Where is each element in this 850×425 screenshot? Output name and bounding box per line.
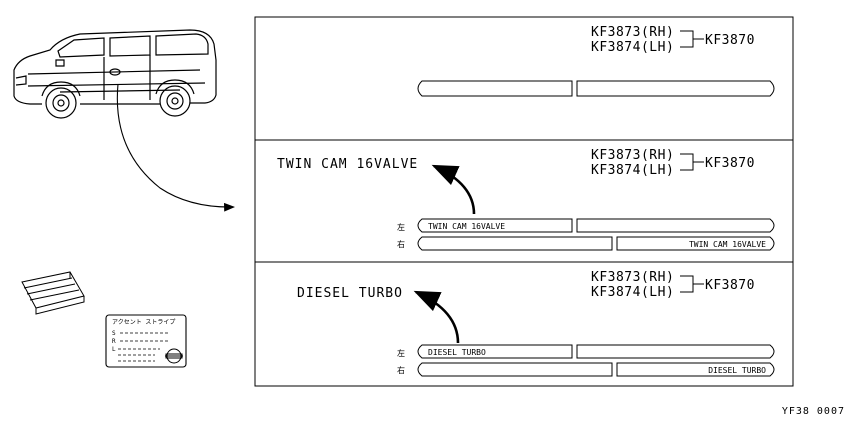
panel-2-right-stripe-front — [417, 236, 613, 251]
panel-1-part-lh: KF3874(LH) — [591, 40, 674, 55]
panel-3-left-emblem-text: DIESEL TURBO — [428, 348, 486, 357]
panel-2-arrow — [431, 164, 476, 215]
panel-2-right-stripe-rear — [616, 236, 775, 251]
panel-3-right-stripe-front — [417, 362, 613, 377]
panel-1-part-rh: KF3873(RH) — [591, 25, 674, 40]
figure-code: YF38 0007 — [782, 406, 845, 417]
panel-3-part-rh: KF3873(RH) — [591, 270, 674, 285]
panel-2: KF3873(RH) KF3874(LH) KF3870 TWIN CAM 16… — [277, 148, 775, 251]
brand-logo-icon — [165, 348, 183, 364]
panel-3-part-lh: KF3874(LH) — [591, 285, 674, 300]
panel-2-part-lh: KF3874(LH) — [591, 163, 674, 178]
panel-3-left-mark: 左 — [397, 348, 405, 358]
instruction-card: アクセント ストライプ S R L — [105, 314, 187, 368]
panel-1-bracket — [680, 30, 704, 48]
panel-3-arrow — [413, 290, 460, 344]
panel-3-right-emblem-text: DIESEL TURBO — [708, 366, 766, 375]
card-title: アクセント ストライプ — [112, 319, 175, 326]
panel-1-assembly: KF3870 — [705, 33, 755, 48]
panel-1-stripe-front — [417, 80, 573, 97]
panel-2-left-stripe-front — [417, 218, 573, 233]
panel-2-assembly: KF3870 — [705, 156, 755, 171]
panel-2-left-emblem-text: TWIN CAM 16VALVE — [428, 222, 505, 231]
van-illustration — [13, 29, 217, 119]
panels-frame — [254, 16, 794, 387]
panel-3-right-stripe-rear — [616, 362, 775, 377]
card-row-r: R — [112, 338, 116, 345]
panel-2-bracket — [680, 153, 704, 171]
panel-2-left-mark: 左 — [397, 222, 405, 232]
card-row-s: S — [112, 330, 116, 337]
panel-3-left-stripe-front — [417, 344, 573, 359]
panel-2-emblem-label: TWIN CAM 16VALVE — [277, 157, 418, 172]
panel-3-bracket — [680, 275, 704, 293]
stripe-package-illustration — [21, 271, 85, 315]
card-row-l: L — [112, 346, 116, 353]
panel-1-stripe-rear — [576, 80, 775, 97]
panel-3-assembly: KF3870 — [705, 278, 755, 293]
panel-3-right-mark: 右 — [397, 365, 405, 375]
panel-3-left-stripe-rear — [576, 344, 775, 359]
panel-3: KF3873(RH) KF3874(LH) KF3870 DIESEL TURB… — [297, 270, 775, 377]
panel-2-right-emblem-text: TWIN CAM 16VALVE — [689, 240, 766, 249]
panel-1: KF3873(RH) KF3874(LH) KF3870 — [417, 25, 775, 97]
panel-2-left-stripe-rear — [576, 218, 775, 233]
panel-2-part-rh: KF3873(RH) — [591, 148, 674, 163]
pointer-arrow — [116, 83, 236, 212]
panel-2-right-mark: 右 — [397, 239, 405, 249]
panel-3-emblem-label: DIESEL TURBO — [297, 286, 403, 301]
